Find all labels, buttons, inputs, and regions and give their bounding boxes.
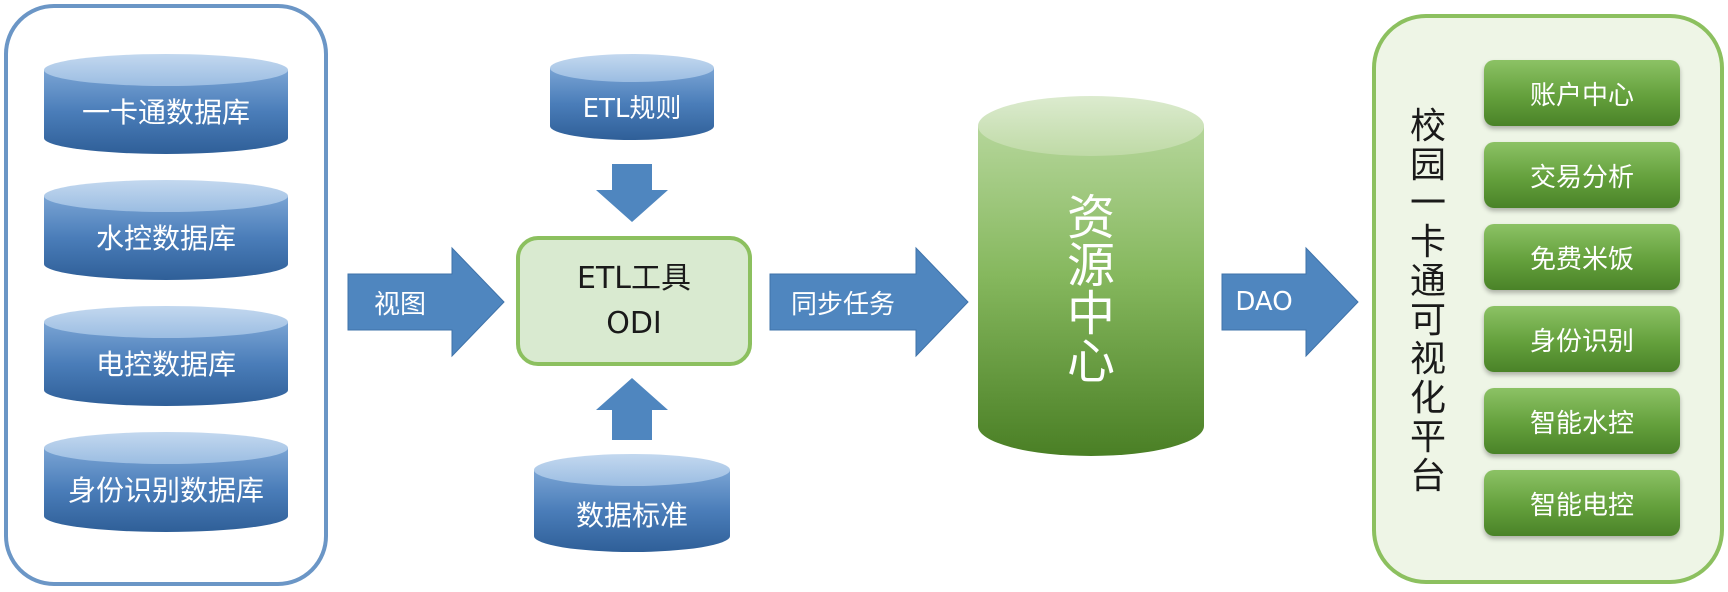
platform-title-char: 可 <box>1409 300 1446 341</box>
platform-title-char: 卡 <box>1409 222 1446 264</box>
dao-arrow <box>1221 246 1359 358</box>
platform-title-char: 园 <box>1409 144 1446 186</box>
etl-rules-label: ETL规则 <box>582 93 682 124</box>
platform-title-char: 通 <box>1409 261 1446 303</box>
standards-up-arrow <box>596 378 668 440</box>
resource-center-char: 资 <box>1066 190 1115 246</box>
resource-center-cylinder <box>978 96 1204 456</box>
platform-title: 校 园 一 卡 通 可 视 化 平 台 <box>1398 102 1458 502</box>
etl-rules-cylinder <box>550 54 714 140</box>
data-standards-cylinder <box>534 454 730 552</box>
module-transaction-analysis[interactable]: 交易分析 <box>1484 142 1680 208</box>
sync-arrow <box>769 246 969 358</box>
module-free-rice[interactable]: 免费米饭 <box>1484 224 1680 290</box>
module-smart-power-control[interactable]: 智能电控 <box>1484 470 1680 536</box>
etl-tool-box <box>516 236 752 366</box>
database-cylinder-power <box>44 306 288 406</box>
etl-tool-sublabel: ODI <box>606 305 662 341</box>
module-account-center[interactable]: 账户中心 <box>1484 60 1680 126</box>
database-cylinder-ykt <box>44 54 288 154</box>
platform-title-char: 校 <box>1409 105 1446 147</box>
source-label-ykt: 一卡通数据库 <box>81 96 250 129</box>
source-label-identity: 身份识别数据库 <box>67 474 264 507</box>
dao-arrow-label: DAO <box>1235 287 1293 317</box>
view-arrow-label: 视图 <box>373 289 426 320</box>
source-label-power: 电控数据库 <box>95 348 236 381</box>
database-cylinder-identity <box>44 432 288 532</box>
resource-center-char: 源 <box>1066 238 1115 294</box>
platform-title-char: 平 <box>1409 416 1446 458</box>
sync-arrow-label: 同步任务 <box>790 289 895 320</box>
module-identity-recognition[interactable]: 身份识别 <box>1484 306 1680 372</box>
platform-title-char: 视 <box>1409 338 1446 380</box>
platform-title-char: 台 <box>1409 455 1446 497</box>
database-cylinder-water <box>44 180 288 280</box>
resource-center-char: 中 <box>1066 286 1115 342</box>
view-arrow <box>347 246 505 358</box>
resource-center-title: 资 源 中 心 <box>1040 180 1142 400</box>
platform-title-char: 化 <box>1409 377 1446 419</box>
data-standards-label: 数据标准 <box>575 499 688 532</box>
source-label-water: 水控数据库 <box>95 222 236 255</box>
platform-title-char: 一 <box>1409 183 1446 225</box>
module-smart-water-control[interactable]: 智能水控 <box>1484 388 1680 454</box>
etl-tool-label: ETL工具 <box>577 261 691 296</box>
rules-down-arrow <box>596 164 668 222</box>
resource-center-char: 心 <box>1066 334 1115 390</box>
